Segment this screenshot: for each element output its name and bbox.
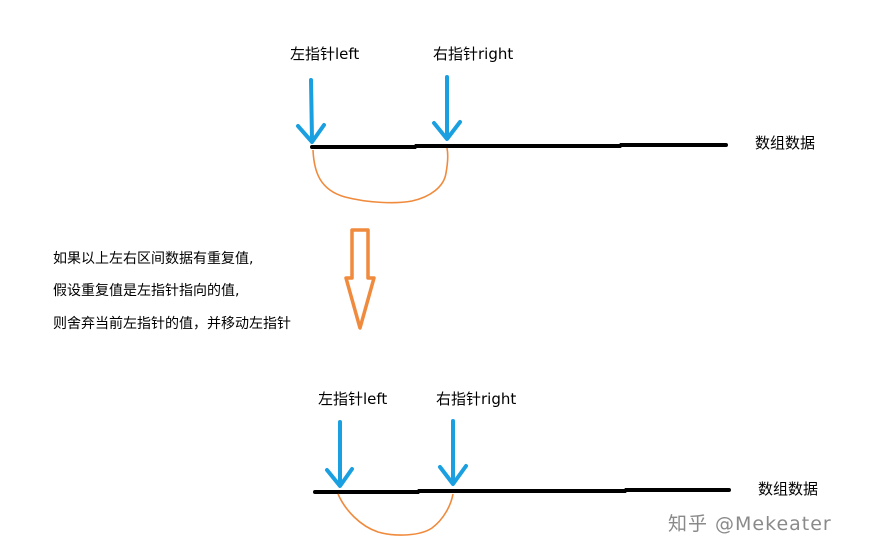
down-arrow-icon bbox=[344, 228, 376, 330]
top-section bbox=[296, 75, 728, 204]
top-left-pointer-arrow-icon bbox=[296, 78, 326, 144]
watermark: 知乎 @Mekeater bbox=[668, 513, 832, 535]
top-interval-curve bbox=[312, 147, 449, 204]
bottom-left-pointer-arrow-icon bbox=[325, 420, 354, 488]
explanation-line-2: 假设重复值是左指针指向的值, bbox=[53, 283, 240, 299]
bottom-array-label: 数组数据 bbox=[758, 480, 819, 498]
bottom-interval-curve bbox=[337, 493, 454, 536]
bottom-array-line bbox=[313, 488, 731, 494]
explanation-line-3: 则舍弃当前左指针的值，并移动左指针 bbox=[53, 316, 291, 332]
top-array-line bbox=[310, 143, 728, 149]
bottom-right-pointer-label: 右指针right bbox=[436, 390, 517, 408]
explanation-line-1: 如果以上左右区间数据有重复值, bbox=[53, 251, 254, 267]
top-left-pointer-label: 左指针left bbox=[290, 45, 360, 63]
bottom-left-pointer-label: 左指针left bbox=[318, 390, 388, 408]
top-array-label: 数组数据 bbox=[755, 134, 816, 152]
top-right-pointer-label: 右指针right bbox=[433, 45, 514, 63]
bottom-right-pointer-arrow-icon bbox=[438, 419, 468, 486]
bottom-section bbox=[313, 419, 731, 536]
top-right-pointer-arrow-icon bbox=[432, 75, 462, 141]
